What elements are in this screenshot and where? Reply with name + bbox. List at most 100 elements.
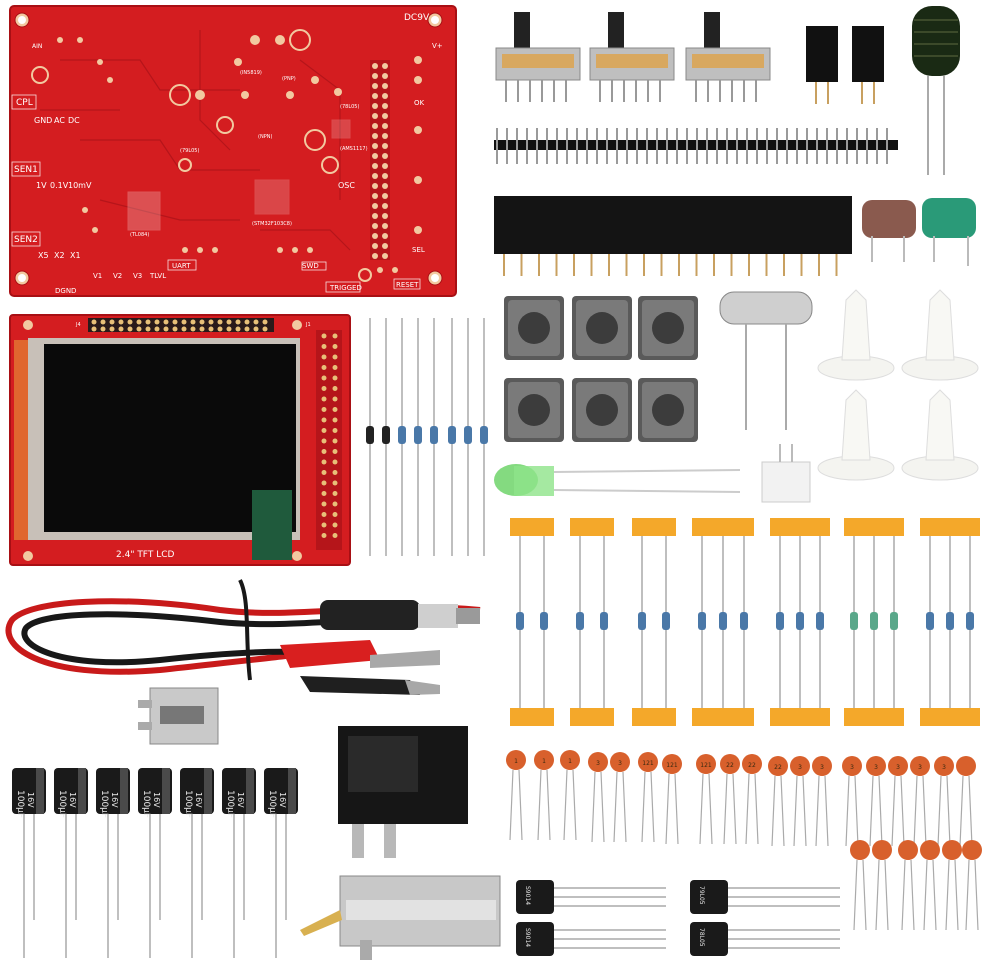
transistor-4: 78L05 [690, 922, 840, 956]
transistor-3: 79L05 [690, 880, 840, 914]
taped-resistor-strip-2 [570, 518, 614, 726]
ceramic-capacitor-code: 121 [700, 762, 712, 769]
taped-resistor-strip-3 [632, 518, 676, 726]
ceramic-capacitor-code: 3 [596, 760, 600, 767]
pcb-label-vplus: V+ [432, 42, 443, 50]
capacitor-voltage: 16V [152, 792, 161, 808]
ceramic-capacitor-code: 121 [642, 760, 654, 767]
ceramic-capacitor-code: 3 [896, 764, 900, 771]
pin-header [494, 128, 898, 164]
ceramic-capacitor-5: 3 [610, 752, 630, 843]
mini-usb-connector [138, 687, 219, 745]
pcb-label-1v: 1V [36, 181, 47, 190]
tactile-button-6 [638, 378, 698, 442]
ceramic-capacitor-code: 1 [568, 758, 572, 765]
ceramic-capacitor-code: 1 [542, 758, 546, 765]
tactile-button-1 [504, 296, 564, 360]
ceramic-capacitor-13: 3 [812, 756, 832, 847]
ceramic-capacitor-21 [872, 840, 892, 931]
pcb-label-v1: V1 [93, 272, 102, 280]
ceramic-capacitor-12: 3 [790, 756, 810, 847]
pcb-label-reset: RESET [396, 281, 419, 289]
crystal-oscillator [719, 291, 813, 430]
transistor-2: S9014 [516, 922, 666, 956]
dc-power-jack [338, 726, 468, 858]
ceramic-capacitor-18: 3 [934, 756, 954, 847]
lcd-label: 2.4" TFT LCD [116, 550, 174, 560]
capacitor-value: 100μF [141, 790, 151, 818]
pcb-label-ain: AIN [32, 43, 42, 50]
ceramic-capacitor-24 [942, 840, 962, 931]
loose-resistors [366, 318, 488, 556]
lcd-top-header-pins [91, 319, 268, 332]
resistor-7 [464, 318, 472, 556]
pcb-label-dc: DC [68, 116, 80, 125]
trimmer-capacitor [862, 198, 976, 266]
capacitor-value: 100μF [267, 790, 277, 818]
tactile-button-4 [504, 378, 564, 442]
pcb-label-gnd: GND [34, 116, 52, 125]
standoff-1 [817, 289, 895, 381]
pcb-label-v2: V2 [113, 272, 122, 280]
ceramic-capacitor-23 [920, 840, 940, 931]
ceramic-capacitor-code: 3 [798, 764, 802, 771]
taped-resistors [510, 518, 980, 726]
spacer-standoff [817, 289, 979, 481]
slide-switch [495, 12, 771, 102]
resistor-2 [382, 318, 390, 556]
pcb-label-dgnd: DGND [55, 287, 76, 295]
transistor-code: S9014 [524, 886, 531, 905]
pcb-label-sel: SEL [412, 246, 425, 254]
ceramic-capacitor-7: 121 [662, 754, 682, 845]
taped-resistor-strip-4 [692, 518, 754, 726]
pcb-label-cpl: CPL [16, 98, 33, 108]
bnc-probe-cable [5, 579, 481, 695]
ceramic-capacitor-4: 3 [588, 752, 608, 843]
tactile-button [504, 296, 698, 442]
pcb-label-01v: 0.1V [50, 181, 69, 190]
transistor-code: S9014 [524, 928, 531, 947]
ceramic-capacitor-16: 3 [888, 756, 908, 847]
capacitor-voltage: 16V [194, 792, 203, 808]
ceramic-capacitor-code: 22 [726, 762, 734, 769]
capacitor-value: 100μF [99, 790, 109, 818]
ceramic-capacitor-8: 121 [696, 754, 716, 845]
tactile-button-3 [638, 296, 698, 360]
ceramic-capacitor-14: 3 [842, 756, 862, 847]
ceramic-capacitor-1: 1 [506, 750, 526, 841]
pcb-label-sen2: SEN2 [14, 235, 38, 245]
standoff-3 [817, 389, 895, 481]
capacitor-voltage: 16V [236, 792, 245, 808]
female-pin-header [494, 196, 852, 276]
capacitor-value: 100μF [15, 790, 25, 818]
resistor-5 [430, 318, 438, 556]
ceramic-capacitor-3: 1 [560, 750, 580, 841]
pcb-chip-stm32: (STM32F103C8) [252, 221, 292, 227]
tactile-button-5 [572, 378, 632, 442]
pcb-label-uart: UART [172, 262, 191, 270]
transistor-code: 79L05 [698, 886, 705, 905]
ceramic-capacitor-code: 3 [618, 760, 622, 767]
pcb-label-ok: OK [414, 99, 425, 107]
slide-switch-2 [589, 12, 675, 102]
taped-resistor-strip-1 [510, 518, 554, 726]
pcb-chip-in5819: (IN5819) [240, 70, 262, 76]
capacitor-voltage: 16V [26, 792, 35, 808]
pcb-label-x5: X5 [38, 251, 49, 260]
pcb-label-x1: X1 [70, 251, 81, 260]
lcd-side-header-pins [321, 333, 338, 538]
slide-switch-3 [685, 12, 771, 102]
pcb-label-osc: OSC [338, 181, 355, 190]
ceramic-capacitor-code: 3 [820, 764, 824, 771]
pcb-chip-ams1117: (AMS1117) [340, 146, 368, 152]
ceramic-capacitor-6: 121 [638, 752, 658, 843]
slide-switch-1 [495, 12, 581, 102]
ceramic-capacitor-10: 22 [742, 754, 762, 845]
resistor-8 [480, 318, 488, 556]
ceramic-capacitor-25 [962, 840, 982, 931]
pcb-label-tlvl: TLVL [149, 272, 166, 280]
